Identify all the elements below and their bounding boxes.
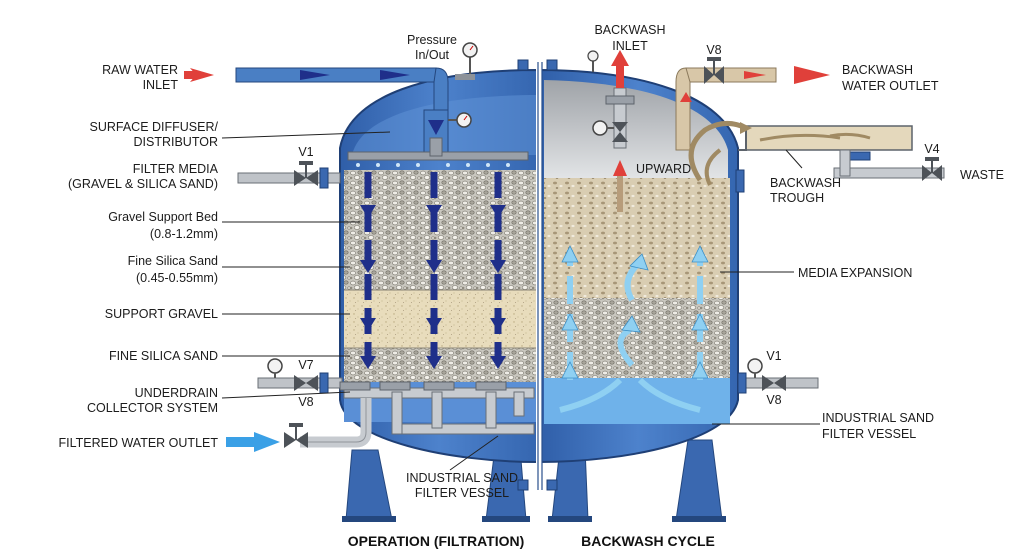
svg-text:FILTER VESSEL: FILTER VESSEL [415,486,509,500]
vessel-legs [342,439,726,522]
label-backwash-trough: BACKWASH TROUGH [770,176,841,205]
svg-text:(0.8-1.2mm): (0.8-1.2mm) [150,227,218,241]
left-bottom-valve-pipe [257,358,343,394]
filtered-water-outlet-arrow [254,432,280,452]
valve-label-right-waste: V4 [924,142,939,156]
label-surface-diffuser: SURFACE DIFFUSER/ DISTRIBUTOR [90,120,219,149]
label-filtered-water-outlet: FILTERED WATER OUTLET [59,436,219,450]
label-upward: UPWARD [636,162,691,176]
svg-text:FILTER VESSEL: FILTER VESSEL [822,427,916,441]
backwash-outlet-pipe [675,57,830,151]
filtration-arrowheads [360,205,506,369]
svg-text:COLLECTOR SYSTEM: COLLECTOR SYSTEM [87,401,218,415]
backwash-inlet-stem [587,50,635,212]
surface-diffuser [347,137,529,167]
label-support-gravel: SUPPORT GRAVEL [105,307,218,321]
label-fine-silica-sand: FINE SILICA SAND [109,349,218,363]
left-v1-pipe [237,161,341,189]
title-operation: OPERATION (FILTRATION) [348,533,525,549]
svg-text:(GRAVEL & SILICA SAND): (GRAVEL & SILICA SAND) [68,177,218,191]
label-filter-media: FILTER MEDIA (GRAVEL & SILICA SAND) [68,162,219,191]
valve-label-left-bottom-b: V8 [298,395,313,409]
split-divider [536,60,542,490]
svg-text:INLET: INLET [143,78,179,92]
valve-label-left-top: V1 [298,145,313,159]
backwash-trough [688,121,945,193]
svg-text:BACKWASH: BACKWASH [842,63,913,77]
label-raw-water-inlet: RAW WATER INLET [102,63,178,92]
svg-text:Pressure: Pressure [407,33,457,47]
label-gravel-support-bed: Gravel Support Bed (0.8-1.2mm) [108,210,218,241]
raw-water-inlet-pipe [235,67,449,153]
svg-text:BACKWASH: BACKWASH [594,23,665,37]
label-fine-silica-sand-size: Fine Silica Sand (0.45-0.55mm) [128,254,218,285]
label-underdrain: UNDERDRAIN COLLECTOR SYSTEM [87,386,218,415]
svg-text:DISTRIBUTOR: DISTRIBUTOR [134,135,219,149]
label-media-expansion: MEDIA EXPANSION [798,266,912,280]
pressure-gauge-top [455,42,478,80]
backwash-arrowheads [561,245,709,379]
underdrain-collector [284,381,535,448]
svg-text:BACKWASH: BACKWASH [770,176,841,190]
valve-label-left-bottom-a: V7 [298,358,313,372]
svg-text:FILTER MEDIA: FILTER MEDIA [133,162,219,176]
svg-text:UNDERDRAIN: UNDERDRAIN [135,386,218,400]
svg-text:WATER OUTLET: WATER OUTLET [842,79,939,93]
svg-text:INLET: INLET [612,39,648,53]
svg-text:SURFACE DIFFUSER/: SURFACE DIFFUSER/ [90,120,219,134]
svg-text:RAW WATER: RAW WATER [102,63,178,77]
svg-text:INDUSTRIAL SAND: INDUSTRIAL SAND [406,471,518,485]
right-bottom-valve-pipe [737,358,819,394]
svg-text:Gravel Support Bed: Gravel Support Bed [108,210,218,224]
svg-text:In/Out: In/Out [415,48,450,62]
vessel-left-half [339,68,539,464]
label-backwash-water-outlet: BACKWASH WATER OUTLET [842,63,939,93]
valve-label-right-bottom-b: V8 [766,393,781,407]
svg-text:Fine Silica Sand: Fine Silica Sand [128,254,218,268]
label-waste: WASTE [960,168,1004,182]
label-backwash-inlet: BACKWASH INLET [594,23,665,53]
svg-text:TROUGH: TROUGH [770,191,824,205]
label-pressure-in-out: Pressure In/Out [407,33,457,62]
valve-label-right-bottom-a: V1 [766,349,781,363]
leader-lines [221,131,820,471]
svg-text:(0.45-0.55mm): (0.45-0.55mm) [136,271,218,285]
title-backwash: BACKWASH CYCLE [581,533,715,549]
valve-label-right-top: V8 [706,43,721,57]
label-vessel-left: INDUSTRIAL SAND FILTER VESSEL [406,471,518,500]
pressure-gauge-mid [448,112,472,128]
label-vessel-right: INDUSTRIAL SAND FILTER VESSEL [822,411,934,441]
svg-text:INDUSTRIAL SAND: INDUSTRIAL SAND [822,411,934,425]
